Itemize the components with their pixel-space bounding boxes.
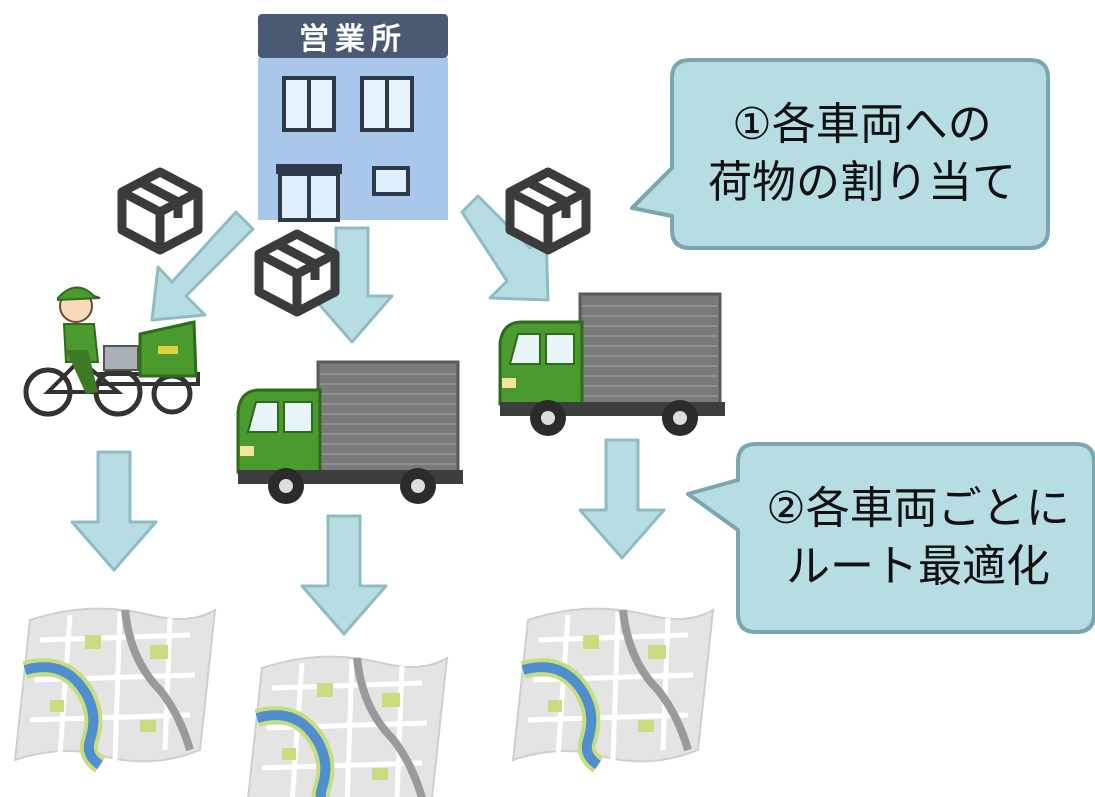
arrow-to-bicycle: [150, 210, 255, 322]
office-label-text: 営業所: [299, 22, 407, 57]
callout-bubble-1: [630, 58, 1050, 250]
truck-icon: [498, 292, 727, 438]
arrow-to-truck-right: [460, 194, 550, 302]
truck-icon: [236, 360, 465, 506]
callout-1-text: ①各車両への 荷物の割り当て: [680, 96, 1044, 212]
map-icon: [247, 657, 447, 797]
callout-1-line-1: ①各車両への: [732, 99, 992, 150]
package-icon: [122, 172, 198, 250]
callout-2-line-1: ②各車両ごとに: [766, 483, 1070, 534]
arrow-to-map-right: [578, 438, 666, 560]
map-icon: [513, 609, 713, 765]
arrow-to-map-left: [70, 450, 158, 572]
map-icon: [15, 609, 215, 765]
bicycle-cart-icon: [23, 286, 200, 417]
arrow-to-map-center: [300, 514, 388, 636]
callout-1-line-2: 荷物の割り当て: [708, 157, 1016, 208]
callout-2-line-2: ルート最適化: [786, 541, 1050, 592]
callout-bubble-2: [686, 442, 1095, 634]
package-icon: [510, 172, 586, 250]
office-label: 営業所: [258, 14, 448, 58]
office-building-icon: [258, 14, 448, 222]
package-icon: [259, 234, 335, 312]
callout-2-text: ②各車両ごとに ルート最適化: [744, 480, 1092, 596]
